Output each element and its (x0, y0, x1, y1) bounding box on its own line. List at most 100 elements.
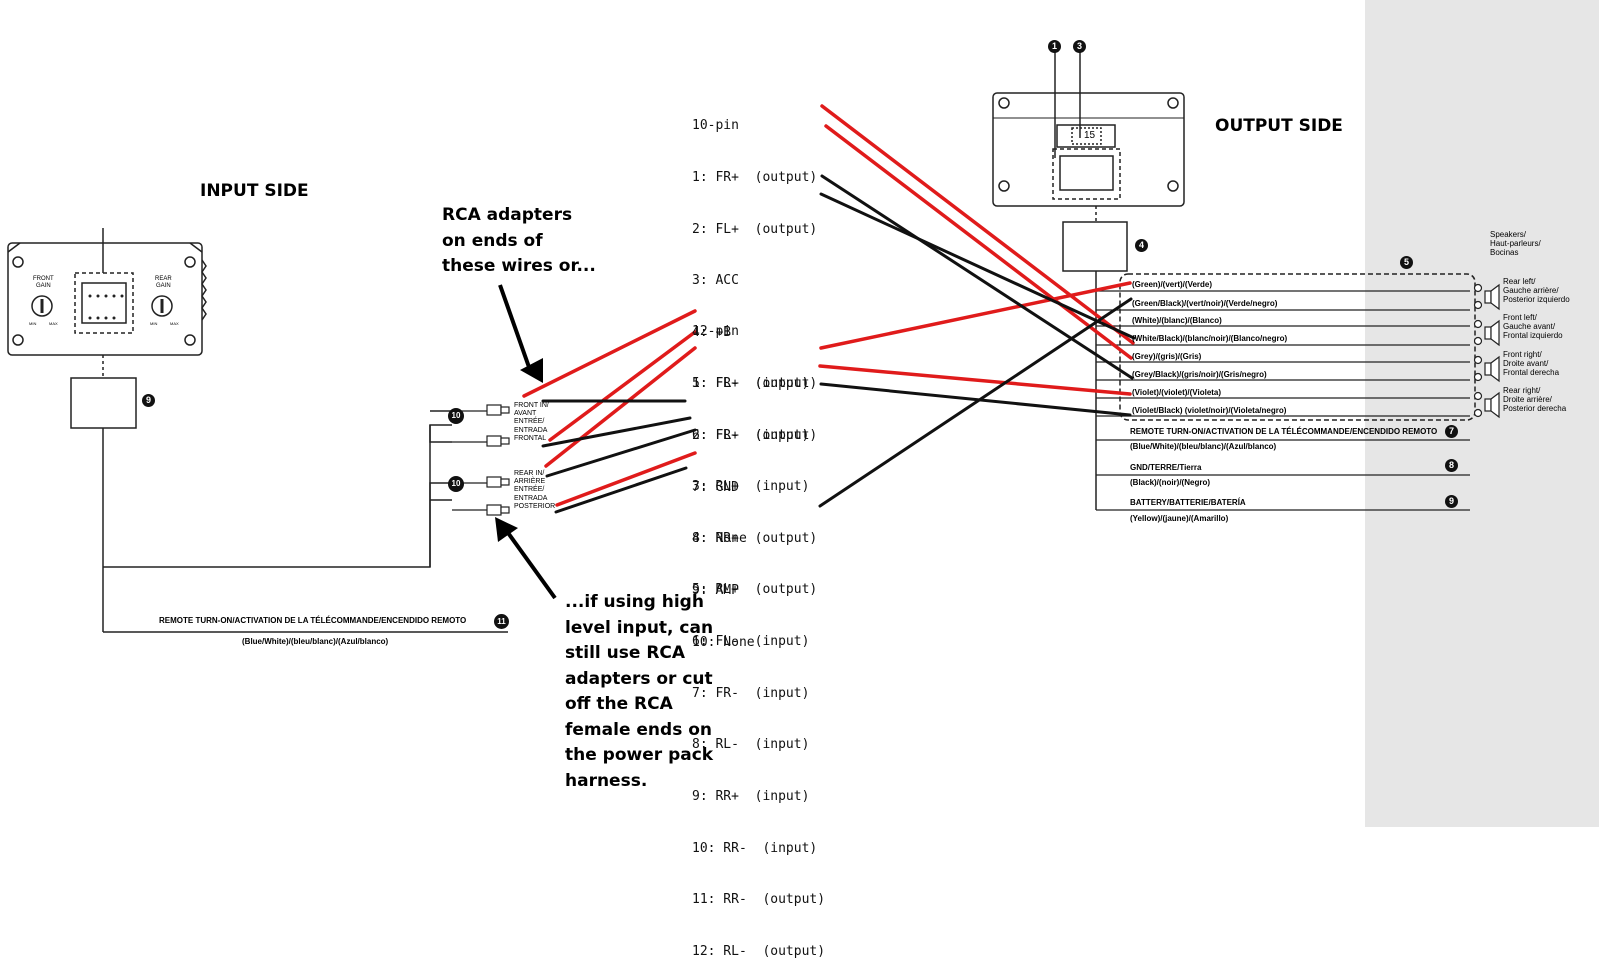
badge-4: 4 (1135, 239, 1148, 252)
speaker-text: Front right/ (1503, 350, 1542, 359)
speaker-front-left: Front left/ Gauche avant/ Frontal izquie… (1503, 313, 1563, 340)
input-side-heading: INPUT SIDE (200, 181, 309, 201)
badge-7: 7 (1445, 425, 1458, 438)
pin-line: 3: RL+ (input) (692, 479, 810, 495)
note-line: on ends of (442, 230, 543, 251)
rca-text: FRONT IN/ (514, 402, 549, 409)
pin12-list: 12-pin 1: FL+ (input) 2: FR+ (input) 3: … (692, 289, 825, 977)
gain-text: GAIN (36, 283, 51, 289)
pin-line: 8: RL- (input) (692, 737, 810, 753)
output-wire-lines (1096, 290, 1470, 511)
pin10-title: 10-pin (692, 118, 739, 134)
speaker-text: Droite avant/ (1503, 359, 1549, 368)
pin-line: 5: RL+ (output) (692, 582, 818, 598)
rear-gain-label: REAR GAIN (155, 276, 172, 290)
output-wire-label: (Green)/(vert)/(Verde) (1132, 280, 1213, 289)
input-remote-label: REMOTE TURN-ON/ACTIVATION DE LA TÉLÉCOMM… (159, 616, 467, 625)
badge-3: 3 (1073, 40, 1086, 53)
output-wire-label: (Grey/Black)/(gris/noir)/(Gris/negro) (1132, 370, 1267, 379)
input-device (7, 228, 508, 633)
pin-line: 12: RL- (output) (692, 943, 826, 959)
rear-max-label: MAX (170, 321, 179, 326)
rca-text: REAR IN/ (514, 470, 545, 477)
speaker-rear-left: Rear left/ Gauche arrière/ Posterior izq… (1503, 277, 1570, 304)
output-wire-label: (Grey)/(gris)/(Gris) (1132, 352, 1202, 361)
red-wires (522, 104, 1135, 507)
rca-text: ARRIÈRE (514, 478, 546, 486)
badge-10-rear: 10 (448, 476, 464, 492)
pin-line: 9: RR+ (input) (692, 788, 810, 804)
pin-line: 4: +B (692, 324, 732, 340)
speaker-text: Posterior derecha (1503, 404, 1567, 413)
pin12-title: 12-pin (692, 324, 739, 340)
speaker-rear-right: Rear right/ Droite arrière/ Posterior de… (1503, 386, 1566, 413)
front-max-label: MAX (49, 321, 58, 326)
note-line: still use RCA (565, 643, 686, 663)
black-wires (541, 174, 1136, 514)
note-line: these wires or... (442, 256, 596, 276)
rca-text: ENTRADA (514, 494, 548, 502)
speaker-text: Frontal izquierdo (1503, 331, 1563, 340)
output-wire-label: (White/Black)/(blanc/noir)/(Blanco/negro… (1132, 334, 1288, 343)
note-line: ...if using high (565, 592, 704, 612)
rca-top-note: RCA adapters on ends of these wires or..… (442, 203, 596, 280)
output-remote-color: (Blue/White)/(bleu/blanc)/(Azul/blanco) (1130, 442, 1277, 451)
rca-text: AVANT (514, 410, 537, 418)
pointer-arrows (495, 284, 557, 600)
output-battery-label: BATTERY/BATTERIE/BATERÍA (1130, 498, 1246, 507)
speaker-text: Rear left/ (1503, 277, 1536, 286)
badge-9-output: 9 (1445, 495, 1458, 508)
gain-text: FRONT (33, 276, 54, 282)
output-wire-label: (White)/(blanc)/(Blanco) (1132, 316, 1222, 325)
output-battery-color: (Yellow)/(jaune)/(Amarillo) (1130, 514, 1229, 523)
pin-line: 1: FR+ (output) (692, 170, 818, 186)
speaker-text: Posterior izquierdo (1503, 295, 1570, 304)
note-line: female ends on (565, 719, 713, 740)
rca-text: POSTERIOR (514, 502, 556, 510)
pin-line: 4: RR+ (output) (692, 530, 818, 546)
rca-bottom-note: ...if using high level input, can still … (565, 590, 713, 794)
note-line: adapters or cut (565, 668, 713, 689)
wiring-diagram (7, 49, 1500, 633)
output-device (992, 49, 1476, 510)
output-remote-label: REMOTE TURN-ON/ACTIVATION DE LA TÉLÉCOMM… (1130, 427, 1438, 436)
front-min-label: MIN (29, 321, 37, 326)
input-dots (88, 294, 124, 320)
speaker-text: Gauche arrière/ (1503, 286, 1559, 295)
pin-line: 1: FL+ (input) (692, 376, 810, 392)
rca-front-label: FRONT IN/ AVANT ENTRÉE/ ENTRADA FRONTAL (514, 402, 549, 443)
badge-1: 1 (1048, 40, 1061, 53)
badge-8: 8 (1445, 459, 1458, 472)
pin-line: 6: FL- (input) (692, 634, 810, 650)
rear-min-label: MIN (150, 321, 158, 326)
badge-9-input: 9 (142, 394, 155, 407)
note-line: harness. (565, 770, 648, 791)
note-line: off the RCA (565, 694, 673, 714)
pin-line: 2: FR+ (input) (692, 427, 810, 443)
badge-10-front: 10 (448, 408, 464, 424)
pin-line: 6: FL- (output) (692, 428, 818, 444)
speaker-text: Speakers/ (1490, 230, 1527, 239)
gain-text: REAR (155, 276, 172, 282)
rca-plugs (452, 404, 510, 516)
rca-text: FRONTAL (514, 434, 547, 442)
speaker-text: Rear right/ (1503, 386, 1541, 395)
speaker-text: Gauche avant/ (1503, 322, 1556, 331)
output-gnd-label: GND/TERRE/Tierra (1130, 463, 1202, 472)
output-side-heading: OUTPUT SIDE (1215, 116, 1343, 136)
pin-line: 7: GND (692, 479, 739, 495)
pin-line: 10: None (692, 634, 755, 650)
speaker-text: Bocinas (1490, 248, 1519, 257)
note-line: RCA adapters (442, 205, 573, 225)
rca-text: ENTRÉE/ (514, 418, 545, 426)
pin-line: 5: FR- (output) (692, 376, 818, 392)
speaker-front-right: Front right/ Droite avant/ Frontal derec… (1503, 350, 1559, 377)
badge-11: 11 (494, 614, 509, 629)
pin-line: 3: ACC (692, 273, 739, 289)
pin-line: 11: RR- (output) (692, 892, 826, 908)
pin-line: 10: RR- (input) (692, 840, 818, 856)
output-wire-label: (Green/Black)/(vert/noir)/(Verde/negro) (1132, 299, 1278, 308)
badge-5: 5 (1400, 256, 1413, 269)
note-line: the power pack (565, 745, 714, 765)
pin-line: 2: FL+ (output) (692, 221, 818, 237)
